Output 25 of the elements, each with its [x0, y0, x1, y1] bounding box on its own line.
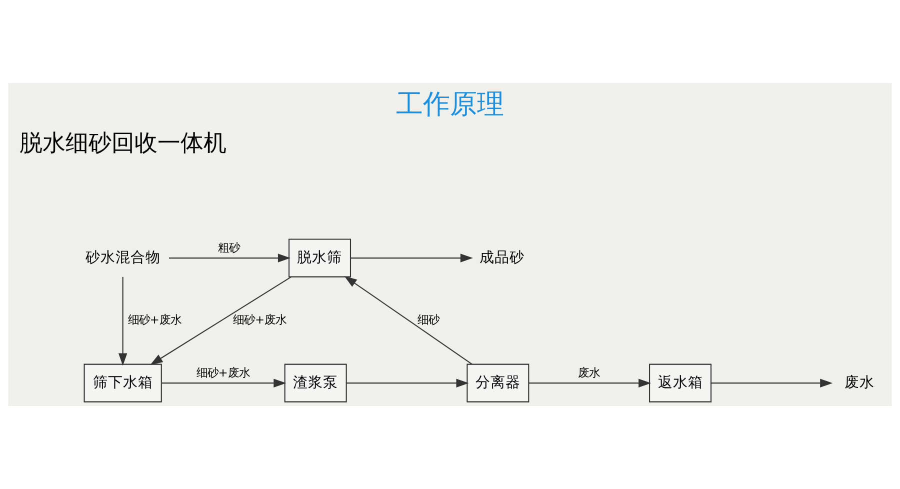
arrow: [346, 378, 469, 388]
arrow: [344, 276, 472, 365]
edge-label: 细砂+废水: [196, 366, 250, 380]
arrow: [162, 378, 286, 388]
diagram-title: 工作原理: [396, 89, 504, 120]
node-text: 废水: [844, 374, 874, 391]
arrow: [118, 276, 128, 366]
node-box: 渣浆泵: [284, 364, 347, 402]
node-box: 筛下水箱: [84, 364, 162, 402]
node-text: 成品砂: [480, 248, 525, 266]
node-box: 分离器: [466, 364, 530, 402]
edge-label: 细砂+废水: [233, 312, 287, 326]
arrow: [350, 254, 473, 262]
node-box: 返水箱: [649, 364, 712, 402]
arrow: [169, 254, 290, 262]
arrow: [150, 276, 292, 365]
arrow: [711, 378, 833, 388]
arrow: [528, 378, 652, 388]
label: 脱水细砂回收一体机: [19, 130, 226, 156]
edge-label: 细砂: [418, 312, 440, 326]
node-box: 脱水筛: [288, 238, 352, 278]
node-text: 砂水混合物: [85, 248, 160, 266]
edge-label: 粗砂: [218, 240, 240, 255]
edge-label: 细砂+废水: [128, 312, 182, 326]
edge-label: 废水: [578, 366, 600, 380]
